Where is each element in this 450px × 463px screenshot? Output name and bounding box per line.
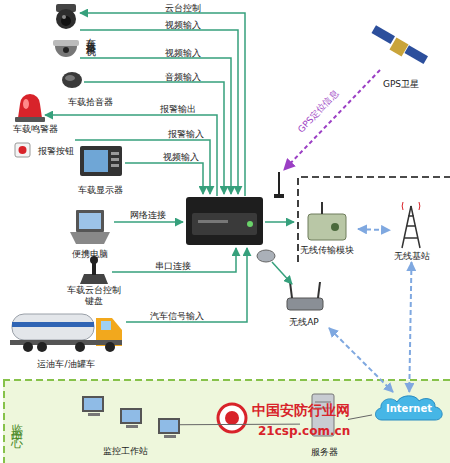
node-label: 监控工作站 (103, 446, 148, 457)
device-box: 车载云台控制 键盘 (62, 254, 126, 307)
laptop (70, 210, 110, 244)
node-label: Internet (386, 403, 432, 414)
device-box: 无线基站 (390, 200, 434, 262)
signal-label: 视频输入 (165, 20, 201, 31)
wireless-ap (287, 282, 323, 310)
node-label: 车载鸣警器 (13, 124, 58, 135)
signal-label: 报警输出 (160, 104, 196, 115)
gps-signal (284, 70, 380, 170)
signal-label: 视频输入 (165, 48, 201, 59)
ptz-camera (56, 4, 76, 29)
ptz-keyboard (80, 256, 108, 284)
band-fill (3, 380, 450, 463)
node-label: 无线AP (289, 317, 319, 328)
device-box: 便携电脑 (64, 208, 116, 260)
vehicle-dvr (186, 197, 263, 245)
node-label: 便携电脑 (72, 249, 108, 260)
camera-group: 车载摄像机 (48, 3, 96, 67)
device-box: 车载显示器 (70, 143, 130, 196)
connector (358, 229, 390, 230)
device-box: 监控工作站 (70, 393, 180, 457)
node-label: 监控中心 (11, 414, 23, 430)
watermark-logo (218, 404, 246, 432)
node-label: 无线基站 (394, 251, 430, 262)
signal-label: 视频输入 (163, 152, 199, 163)
band-border (3, 379, 450, 381)
node-label: 车载拾音器 (68, 97, 113, 108)
cloud-shape (375, 396, 442, 420)
node-label: 车载云台控制 键盘 (65, 285, 123, 307)
device-box: 无线AP (278, 278, 330, 328)
connector (329, 328, 393, 392)
device-box: 车载鸣警器 (5, 93, 65, 135)
signal-label: 串口连接 (155, 261, 191, 272)
dome-camera (53, 40, 79, 57)
tanker-truck (10, 314, 122, 352)
node-label: 报警按钮 (38, 146, 74, 157)
signal-label: GPS定位信息 (296, 88, 341, 135)
workstations (82, 396, 180, 438)
alarm-button (15, 143, 30, 157)
connector (348, 415, 372, 420)
microphone (62, 72, 82, 88)
boundary-line (298, 177, 450, 262)
device-box: 报警按钮 (12, 142, 74, 160)
signal-label: 网络连接 (130, 210, 166, 221)
device-box: 无线传输模块 (296, 200, 358, 256)
node-label: 运油车/油罐车 (37, 359, 94, 370)
device-box: GPS卫星 (368, 22, 434, 90)
band-border (3, 380, 5, 463)
node-label: 服务器 (311, 447, 338, 458)
node-label: GPS卫星 (383, 79, 419, 90)
signal-label: 汽车信号输入 (150, 311, 204, 322)
base-station-tower (402, 202, 420, 248)
mouse (257, 250, 275, 262)
internet-cloud: Internet (372, 392, 446, 424)
node-label: 无线传输模块 (300, 245, 354, 256)
signal-label: 音频输入 (165, 72, 201, 83)
signal-label: 报警输入 (168, 129, 204, 140)
signal-label: 21csp.com.cn (258, 424, 350, 438)
node-label: 车载显示器 (78, 185, 123, 196)
display (80, 146, 122, 176)
siren (15, 94, 45, 122)
gps-satellite (371, 25, 428, 64)
signal-wires (45, 13, 294, 322)
gps-antenna (274, 172, 284, 198)
wireless-module (308, 202, 346, 240)
connector (409, 262, 411, 392)
monitoring-band: 监控中心监控工作站 服务器 Internet (3, 380, 450, 463)
node-label: 车载摄像机 (84, 30, 96, 40)
device-box: 车载拾音器 (55, 68, 125, 108)
signal-label: 中国安防行业网 (252, 402, 350, 418)
device-box: 运油车/油罐车 (5, 308, 127, 370)
signal-label: 云台控制 (165, 3, 201, 14)
